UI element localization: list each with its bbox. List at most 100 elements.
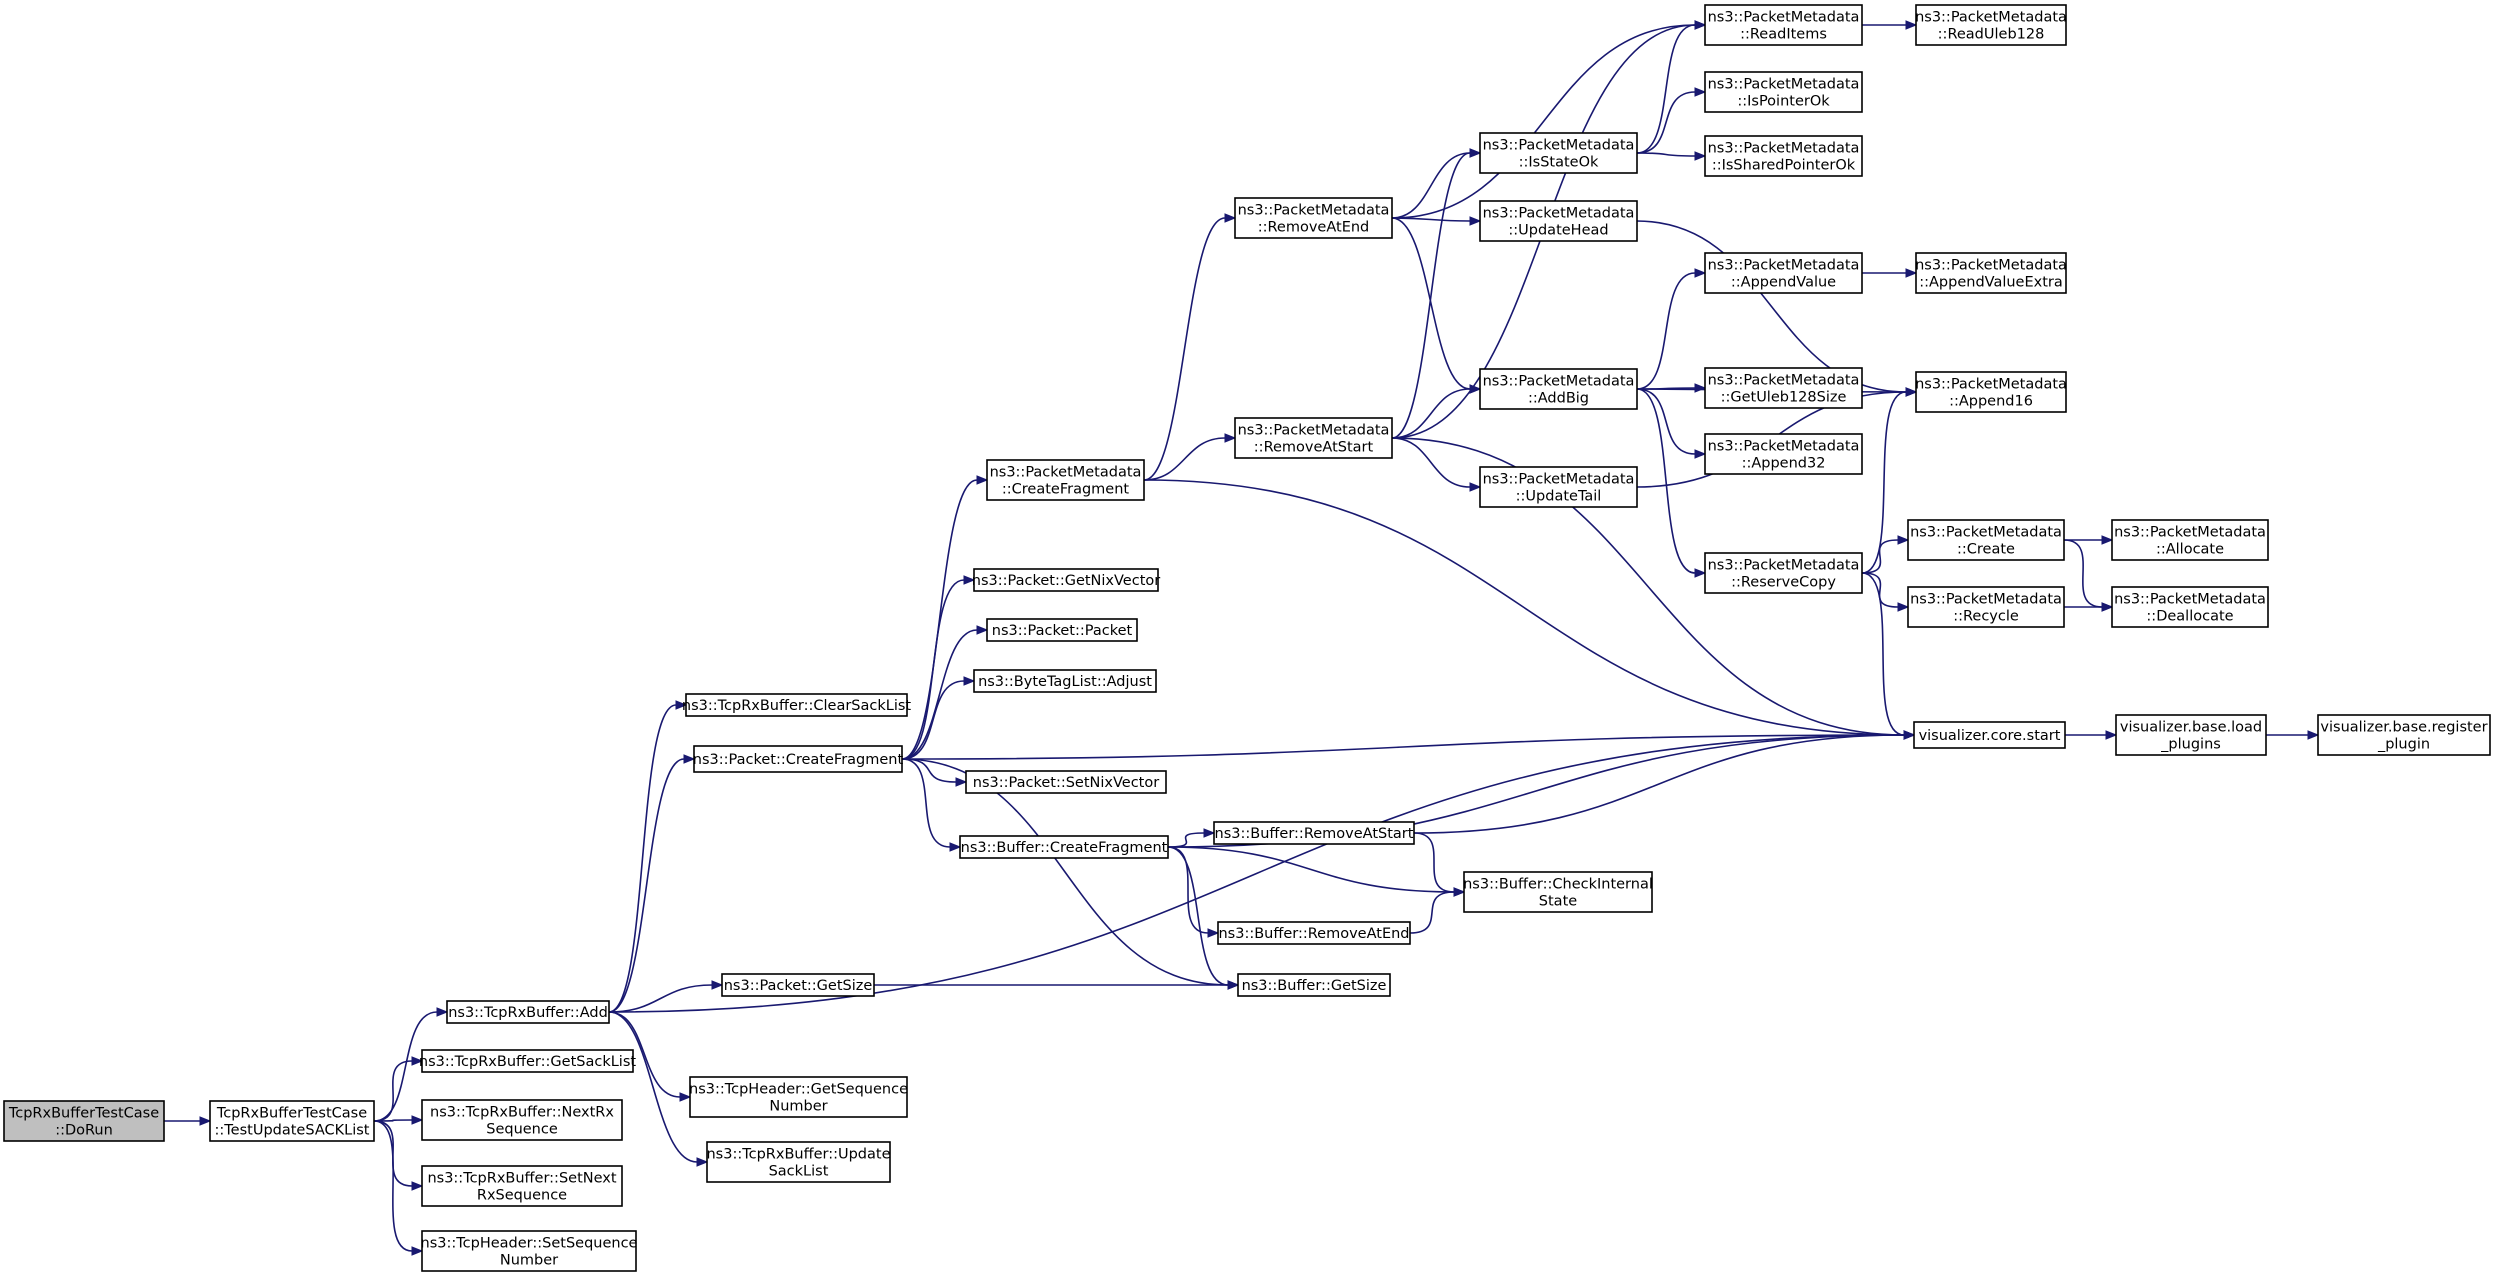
node-label: ns3::TcpRxBuffer::Update xyxy=(706,1147,890,1163)
edge-pktcreatefrag-to-getnix xyxy=(901,579,965,760)
node-label: ns3::Packet::SetNixVector xyxy=(973,775,1159,791)
node-removeatend[interactable]: ns3::PacketMetadata::RemoveAtEnd xyxy=(1234,197,1393,239)
edge-addbig-to-appendvalue xyxy=(1636,272,1696,390)
node-label: ::UpdateHead xyxy=(1508,223,1608,239)
node-append16[interactable]: ns3::PacketMetadata::Append16 xyxy=(1915,371,2067,413)
node-readuleb[interactable]: ns3::PacketMetadata::ReadUleb128 xyxy=(1915,4,2067,46)
edge-arrowhead xyxy=(976,625,989,635)
node-box xyxy=(1479,466,1638,508)
node-box xyxy=(1213,821,1415,845)
node-testupdate[interactable]: TcpRxBufferTestCase::TestUpdateSACKList xyxy=(209,1100,375,1142)
edge-testupdate-to-setseq xyxy=(373,1120,413,1252)
node-label: ns3::PacketMetadata xyxy=(1708,10,1860,26)
edge-add-to-updatesack xyxy=(608,1011,698,1163)
node-allocate[interactable]: ns3::PacketMetadata::Allocate xyxy=(2111,519,2269,561)
node-appendvalue[interactable]: ns3::PacketMetadata::AppendValue xyxy=(1704,252,1863,294)
edge-pmcreatefrag-to-removeatend xyxy=(1143,217,1226,481)
node-bufremoveend[interactable]: ns3::Buffer::RemoveAtEnd xyxy=(1217,921,1411,945)
node-ispointerok[interactable]: ns3::PacketMetadata::IsPointerOk xyxy=(1704,71,1863,113)
node-label: visualizer.base.register xyxy=(2320,720,2487,736)
edge-removeatstart-to-vcorestart xyxy=(1391,437,1905,736)
edge-arrowhead xyxy=(1227,980,1240,990)
node-pmcreatefrag[interactable]: ns3::PacketMetadata::CreateFragment xyxy=(986,459,1145,501)
node-label: visualizer.core.start xyxy=(1919,728,2061,744)
node-issharedok[interactable]: ns3::PacketMetadata::IsSharedPointerOk xyxy=(1704,135,1863,177)
node-updatehead[interactable]: ns3::PacketMetadata::UpdateHead xyxy=(1479,200,1638,242)
node-dorun[interactable]: TcpRxBufferTestCase::DoRun xyxy=(3,1100,165,1142)
node-bufremovestart[interactable]: ns3::Buffer::RemoveAtStart xyxy=(1213,821,1415,845)
node-label: ns3::TcpRxBuffer::ClearSackList xyxy=(682,698,912,714)
node-label: TcpRxBufferTestCase xyxy=(8,1106,159,1122)
node-bufcreatefrag[interactable]: ns3::Buffer::CreateFragment xyxy=(959,835,1169,859)
node-clearsack[interactable]: ns3::TcpRxBuffer::ClearSackList xyxy=(682,693,912,717)
node-label: ns3::Packet::GetNixVector xyxy=(972,573,1160,589)
node-label: ns3::PacketMetadata xyxy=(1708,77,1860,93)
node-box xyxy=(685,693,908,717)
node-label: ns3::TcpRxBuffer::Add xyxy=(448,1005,608,1021)
edge-reservecopy-to-append16 xyxy=(1861,391,1907,574)
node-adjust[interactable]: ns3::ByteTagList::Adjust xyxy=(973,669,1157,693)
node-box xyxy=(1704,552,1863,594)
node-add[interactable]: ns3::TcpRxBuffer::Add xyxy=(446,1000,610,1024)
node-packet[interactable]: ns3::Packet::Packet xyxy=(986,618,1138,642)
node-recycle[interactable]: ns3::PacketMetadata::Recycle xyxy=(1907,586,2065,628)
node-label: ns3::PacketMetadata xyxy=(2114,525,2266,541)
node-label: ns3::PacketMetadata xyxy=(1915,258,2067,274)
node-updatetail[interactable]: ns3::PacketMetadata::UpdateTail xyxy=(1479,466,1638,508)
edge-arrowhead xyxy=(683,754,696,764)
node-isstateok[interactable]: ns3::PacketMetadata::IsStateOk xyxy=(1479,132,1638,174)
edge-bufcreatefrag-to-checkinternal xyxy=(1167,846,1455,893)
node-box xyxy=(1234,197,1393,239)
node-getuleb[interactable]: ns3::PacketMetadata::GetUleb128Size xyxy=(1704,367,1863,409)
node-bufgetsize[interactable]: ns3::Buffer::GetSize xyxy=(1237,973,1391,997)
edge-isstateok-to-ispointerok xyxy=(1636,91,1696,154)
edge-pktcreatefrag-to-pmcreatefrag xyxy=(901,479,978,760)
edge-testupdate-to-nextrx xyxy=(373,1119,413,1122)
edge-arrowhead xyxy=(1224,433,1237,443)
edge-addbig-to-append32 xyxy=(1636,388,1696,455)
node-box xyxy=(1915,4,2067,46)
node-getnix[interactable]: ns3::Packet::GetNixVector xyxy=(972,568,1160,592)
node-label: ns3::Packet::CreateFragment xyxy=(693,752,904,768)
node-label: _plugins xyxy=(2160,737,2221,753)
node-pmcreate[interactable]: ns3::PacketMetadata::Create xyxy=(1907,519,2065,561)
node-vcorestart[interactable]: visualizer.core.start xyxy=(1913,721,2066,749)
edge-isstateok-to-issharedok xyxy=(1636,152,1696,157)
node-deallocate[interactable]: ns3::PacketMetadata::Deallocate xyxy=(2111,586,2269,628)
edge-arrowhead xyxy=(1453,887,1466,897)
node-pktgetsize[interactable]: ns3::Packet::GetSize xyxy=(721,973,875,997)
node-setnix[interactable]: ns3::Packet::SetNixVector xyxy=(965,770,1167,794)
node-getsacklist[interactable]: ns3::TcpRxBuffer::GetSackList xyxy=(419,1049,636,1073)
node-box xyxy=(421,1165,623,1207)
node-label: Number xyxy=(769,1099,827,1115)
edge-arrowhead xyxy=(411,1181,424,1191)
node-loadplugins[interactable]: visualizer.base.load_plugins xyxy=(2115,714,2267,756)
node-label: ns3::Packet::GetSize xyxy=(724,978,873,994)
node-registerplugin[interactable]: visualizer.base.register_plugin xyxy=(2317,714,2491,756)
edge-pktcreatefrag-to-bufcreatefrag xyxy=(901,758,951,848)
node-label: Number xyxy=(500,1253,558,1269)
node-pktcreatefrag[interactable]: ns3::Packet::CreateFragment xyxy=(693,745,904,773)
node-label: ns3::PacketMetadata xyxy=(1915,10,2067,26)
edge-updatehead-to-append16 xyxy=(1636,220,1907,393)
node-addbig[interactable]: ns3::PacketMetadata::AddBig xyxy=(1479,368,1638,410)
node-label: ns3::PacketMetadata xyxy=(1708,141,1860,157)
node-label: ns3::TcpRxBuffer::GetSackList xyxy=(419,1054,636,1070)
edge-arrowhead xyxy=(1905,268,1918,278)
node-removeatstart[interactable]: ns3::PacketMetadata::RemoveAtStart xyxy=(1234,417,1393,459)
node-label: ::AddBig xyxy=(1528,391,1589,407)
node-append32[interactable]: ns3::PacketMetadata::Append32 xyxy=(1704,433,1863,475)
edge-arrowhead xyxy=(1469,216,1482,226)
node-reservecopy[interactable]: ns3::PacketMetadata::ReserveCopy xyxy=(1704,552,1863,594)
node-readitems[interactable]: ns3::PacketMetadata::ReadItems xyxy=(1704,4,1863,46)
node-label: ns3::PacketMetadata xyxy=(1483,472,1635,488)
node-appendvalueextra[interactable]: ns3::PacketMetadata::AppendValueExtra xyxy=(1915,252,2067,294)
edge-arrowhead xyxy=(1905,387,1918,397)
edge-arrowhead xyxy=(1469,148,1482,158)
